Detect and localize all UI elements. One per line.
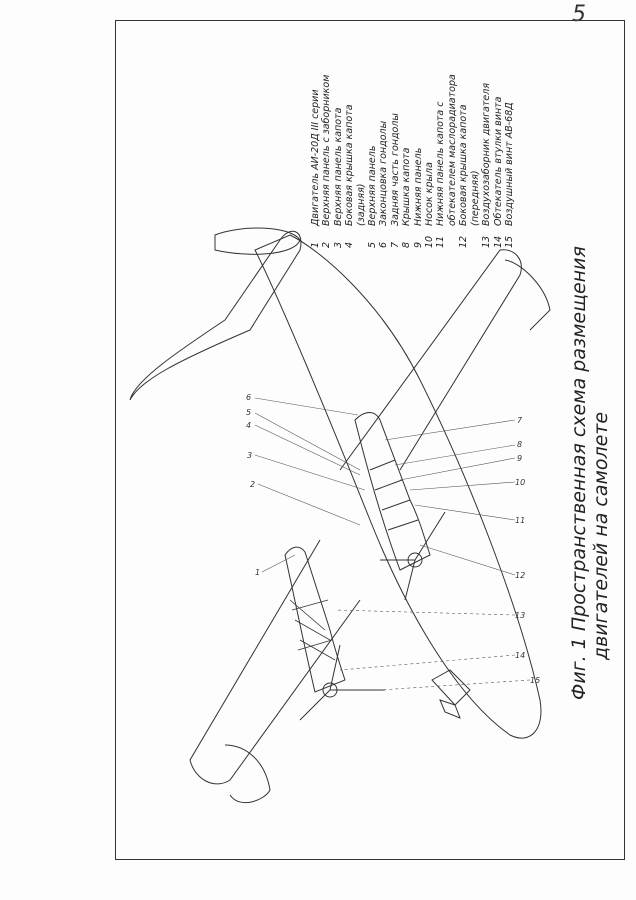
engine-exposed-frame — [289, 599, 336, 661]
legend-item: 6 Законцовка гондолы — [378, 74, 389, 248]
legend-number: 8 — [401, 241, 413, 248]
legend-number: 9 — [412, 241, 424, 248]
legend-item: обтекателем маслорадиатора — [447, 74, 458, 248]
engine-nacelle-lower — [284, 546, 346, 693]
callout-3: 3 — [247, 451, 252, 460]
legend-item: 14 Обтекатель втулки винта — [493, 74, 504, 248]
callout-11: 11 — [515, 516, 525, 525]
legend-item: 1 Двигатель АИ-20Д III серии — [310, 74, 321, 248]
legend-text: Законцовка гондолы — [378, 120, 390, 226]
callout-13: 13 — [515, 611, 525, 620]
legend-number — [356, 226, 367, 248]
drawing-frame — [115, 20, 625, 860]
legend-item: 5 Верхняя панель — [367, 74, 378, 248]
legend-number: 2 — [321, 241, 333, 248]
callout-15: 15 — [530, 676, 540, 685]
legend-text: Воздухозаборник двигателя — [481, 82, 493, 226]
legend-text: Верхняя панель капота — [332, 107, 344, 226]
legend-text: Нижняя панель — [412, 147, 424, 226]
page-number: 5 — [572, 2, 586, 27]
callout-7: 7 — [517, 416, 523, 425]
legend-item: 2 Верхняя панель с заборником — [321, 74, 332, 248]
legend-number: 6 — [378, 241, 390, 248]
legend-item: 8 Крышка капота — [401, 74, 413, 249]
legend-number: 1 — [310, 241, 321, 248]
legend-text: Двигатель АИ-20Д III серии — [310, 89, 321, 226]
legend-item: 9 Нижняя панель — [413, 74, 424, 248]
callout-9: 9 — [517, 454, 522, 463]
legend-item: 13 Воздухозаборник двигателя — [481, 74, 492, 248]
legend-number: 11 — [435, 235, 447, 248]
figure-title: Фиг. 1 Пространственная схема размещения… — [568, 246, 612, 700]
propeller-upper — [380, 511, 446, 601]
leader-lines — [254, 397, 531, 691]
legend-text: Задняя часть гондолы — [389, 113, 401, 226]
legend-text: Крышка капота — [401, 147, 413, 227]
fuselage — [254, 234, 542, 739]
cockpit-windows — [431, 669, 471, 719]
parts-legend: 1 Двигатель АИ-20Д III серии 2 Верхняя пане… — [310, 74, 515, 248]
legend-number: 14 — [492, 235, 504, 248]
wing-left — [189, 539, 361, 785]
legend-number: 3 — [332, 241, 344, 248]
nacelle-rings-upper — [369, 459, 419, 531]
legend-text: Верхняя панель — [367, 145, 379, 226]
callout-6: 6 — [246, 393, 251, 402]
legend-text: Боковая крышка капота — [458, 104, 470, 226]
legend-item: 3 Верхняя панель капота — [333, 74, 344, 248]
legend-number: 13 — [481, 235, 493, 248]
title-line-1: Фиг. 1 Пространственная схема размещения — [568, 246, 590, 700]
title-line-2: двигателей на самолете — [590, 411, 612, 660]
callout-10: 10 — [515, 478, 525, 487]
legend-text: Боковая крышка капота — [344, 104, 356, 226]
callout-1: 1 — [255, 568, 260, 577]
legend-text: Обтекатель втулки винта — [492, 96, 504, 226]
legend-number: 12 — [458, 235, 470, 248]
legend-text: Нижняя панель капота с — [435, 101, 447, 227]
legend-item: 4 Боковая крышка капота — [344, 74, 355, 248]
legend-item: 11 Нижняя панель капота с — [435, 74, 447, 249]
legend-item: (передняя) — [470, 74, 481, 248]
legend-number: 7 — [389, 241, 401, 248]
legend-number: 10 — [424, 235, 436, 248]
callout-2: 2 — [250, 480, 255, 489]
tail-fin — [214, 227, 301, 255]
wingtip-left — [224, 744, 271, 804]
legend-item: 15 Воздушный винт АВ-68Д — [504, 74, 515, 248]
legend-number — [447, 226, 458, 248]
horizontal-stabilizer — [129, 230, 302, 401]
wingtip-right — [504, 259, 551, 331]
legend-number: 15 — [503, 235, 515, 248]
legend-text: Верхняя панель с заборником — [321, 74, 333, 226]
legend-number: 4 — [344, 241, 356, 248]
legend-item: 10 Носок крыла — [424, 74, 435, 248]
callout-8: 8 — [517, 440, 522, 449]
legend-text: Воздушный винт АВ-68Д — [503, 102, 515, 226]
engine-nacelle-upper — [354, 412, 431, 571]
legend-text: (передняя) — [469, 170, 481, 226]
legend-item: 12 Боковая крышка капота — [458, 74, 469, 248]
legend-number — [470, 226, 481, 248]
legend-text: Носок крыла — [424, 162, 436, 226]
callout-5: 5 — [246, 408, 251, 417]
legend-text: обтекателем маслорадиатора — [446, 74, 458, 226]
legend-number: 5 — [367, 241, 379, 248]
legend-text: (задняя) — [355, 183, 367, 227]
callout-14: 14 — [515, 651, 525, 660]
wing-right — [339, 249, 522, 471]
legend-item: (задняя) — [356, 74, 367, 248]
callout-12: 12 — [515, 571, 525, 580]
legend-item: 7 Задняя часть гондолы — [390, 74, 401, 248]
callout-4: 4 — [246, 421, 251, 430]
